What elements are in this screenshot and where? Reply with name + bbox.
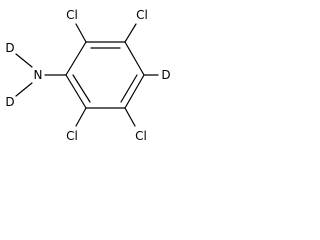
bonds — [15, 23, 159, 127]
bond-ring-c6-c1-inner — [72, 74, 91, 103]
atom-cl-bottom-left: Cl — [66, 129, 78, 143]
bond-c3-cl — [124, 23, 137, 43]
bond-c2-cl — [75, 23, 87, 43]
atom-cl-bottom-right: Cl — [135, 129, 147, 143]
bond-ring-c4-c5-inner — [120, 74, 138, 103]
atom-cl-top-left: Cl — [66, 8, 78, 22]
bond-n-d-lower — [15, 82, 33, 97]
bond-ring-c1-c2 — [65, 41, 87, 76]
bond-c5-cl — [124, 107, 136, 127]
atom-d-right: D — [161, 68, 170, 82]
molecule-structure: N D D Cl Cl D Cl Cl — [5, 8, 170, 143]
bond-ring-c4-c5 — [124, 74, 145, 109]
bond-ring-c3-c4 — [124, 41, 145, 76]
atom-d-lower-left: D — [5, 95, 14, 109]
atom-n: N — [34, 68, 43, 82]
atom-labels: N D D Cl Cl D Cl Cl — [5, 8, 170, 143]
atom-d-upper-left: D — [5, 41, 14, 55]
bond-c6-cl — [75, 107, 87, 127]
bond-n-d-upper — [15, 53, 33, 68]
bond-ring-c6-c1 — [65, 74, 87, 109]
atom-cl-top-right: Cl — [136, 8, 148, 22]
